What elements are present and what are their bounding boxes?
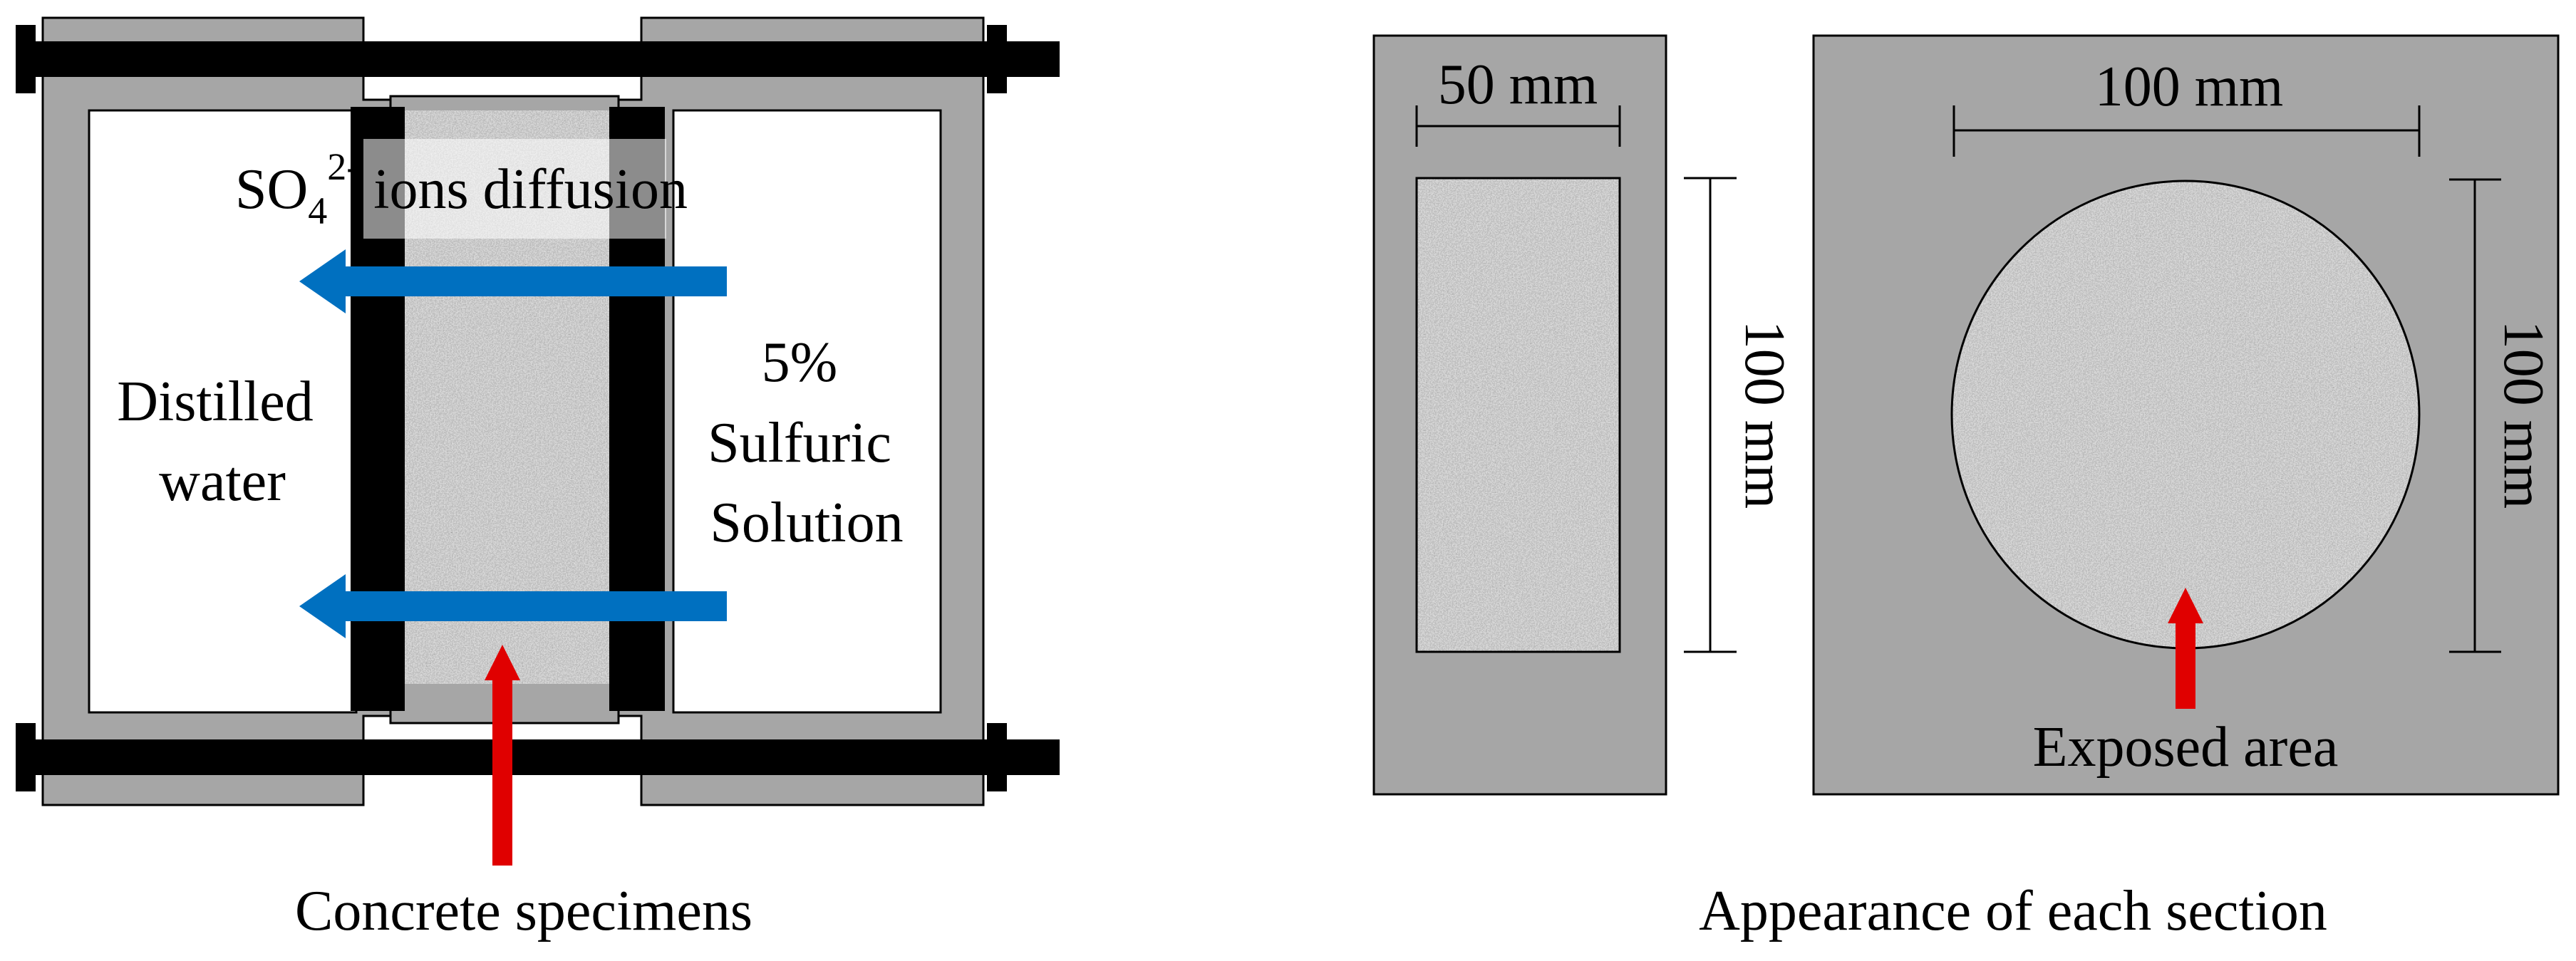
distilled-water-label: Distilled water (117, 370, 328, 513)
rect-height-label: 100 mm (1733, 321, 1796, 509)
sulfuric-solution-label-lines: 5% Sulfuric Solution (708, 331, 906, 554)
diffusion-cell: SO42- ions diffusion Distilled water 5% … (16, 16, 1060, 942)
ion-subscript: 4 (308, 189, 327, 232)
exposed-area-pointer-arrow (2168, 588, 2203, 709)
bottom-threaded-rod (16, 723, 1060, 791)
section-appearance: 50 mm 100 mm 100 mm 100 mm (1372, 34, 2560, 942)
rect-width-dimension (1415, 105, 1621, 147)
ion-label-band (363, 139, 666, 239)
right-panel-caption: Appearance of each section (1699, 880, 2327, 942)
diffusion-arrow-bottom (299, 574, 727, 638)
circle-height-label: 100 mm (2492, 321, 2555, 509)
diffusion-arrow-top (299, 249, 727, 313)
rect-height-dimension (1684, 177, 1737, 653)
ion-diffusion-label: SO42- ions diffusion (235, 145, 688, 232)
ion-superscript: 2- (327, 145, 359, 188)
circle-width-label: 100 mm (2095, 56, 2283, 118)
circle-width-dimension (1952, 105, 2421, 157)
left-panel-caption: Concrete specimens (295, 880, 752, 942)
exposed-area-label: Exposed area (2033, 716, 2339, 779)
rect-section-exposed (1415, 177, 1621, 653)
circle-height-dimension (2449, 178, 2501, 653)
circle-section-exposed (1950, 180, 2421, 650)
specimen-pointer-arrow (485, 645, 520, 866)
rect-width-label: 50 mm (1438, 53, 1598, 116)
top-threaded-rod (16, 25, 1060, 93)
right-chamber-frame (615, 16, 985, 806)
